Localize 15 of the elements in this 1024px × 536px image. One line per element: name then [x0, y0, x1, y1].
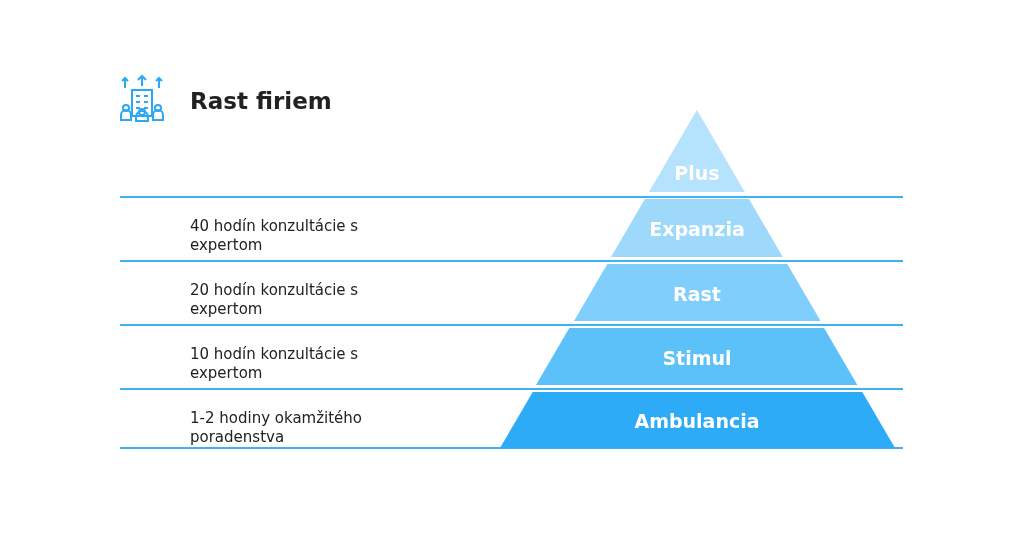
tier-label: Stimul [661, 346, 733, 369]
tier-label: Rast [672, 282, 722, 305]
pyramid-tier [649, 110, 745, 192]
pyramid-tier [573, 264, 821, 321]
pyramid-tier [536, 328, 858, 385]
tier-label: Expanzia [648, 218, 746, 240]
tier-description: 1-2 hodiny okamžitého poradenstva [190, 409, 364, 447]
title: Rast firiem [190, 88, 332, 114]
tier-description: 40 hodín konzultácie s expertom [190, 217, 360, 255]
pyramid-tier [611, 199, 783, 257]
tier-description: 10 hodín konzultácie s expertom [190, 345, 360, 383]
tier-label: Plus [673, 162, 721, 184]
tier-label: Ambulancia [633, 410, 761, 432]
tier-description: 20 hodín konzultácie s expertom [190, 281, 360, 319]
pyramid-tier [499, 392, 895, 448]
